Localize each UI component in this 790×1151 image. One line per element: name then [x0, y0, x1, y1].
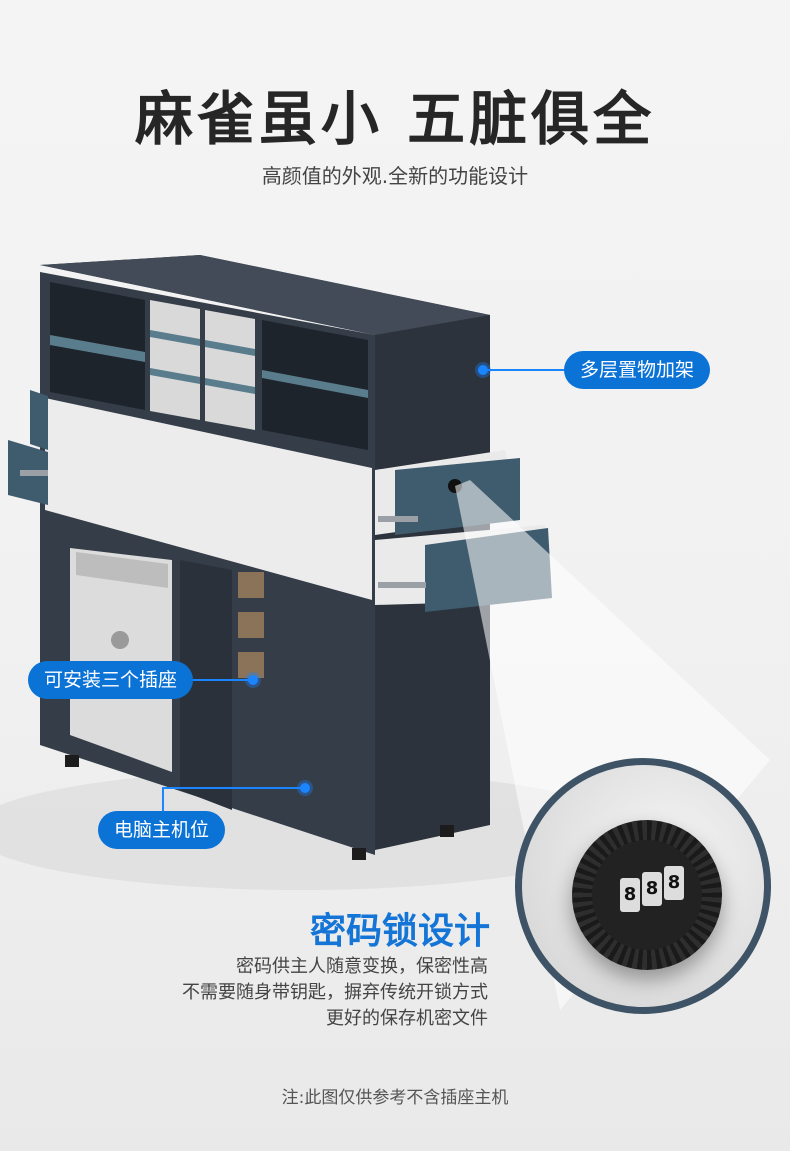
callout-line	[484, 369, 566, 371]
combination-lock: 8 8 8	[572, 820, 722, 970]
page-title: 麻雀虽小 五脏俱全	[134, 85, 656, 153]
callout-line	[162, 787, 164, 815]
callout-line	[162, 787, 304, 789]
footnote: 注:此图仅供参考不含插座主机	[281, 1088, 509, 1108]
callout-host: 电脑主机位	[98, 811, 226, 849]
dial-digit[interactable]: 8	[664, 866, 684, 900]
front-panel	[45, 398, 372, 600]
lock-title: 密码锁设计	[309, 911, 490, 952]
page-subtitle: 高颜值的外观.全新的功能设计	[261, 164, 529, 188]
callout-dot	[248, 675, 258, 685]
dial-digit[interactable]: 8	[620, 878, 640, 912]
computer-tower	[70, 548, 172, 772]
callout-dot	[300, 783, 310, 793]
callout-line	[190, 679, 252, 681]
lock-description-line: 更好的保存机密文件	[326, 1008, 488, 1029]
cabinet-side	[40, 255, 490, 850]
lock-description-line: 密码供主人随意变换，保密性高	[236, 956, 488, 977]
callout-sockets: 可安装三个插座	[28, 661, 194, 699]
lock-zoom-view: 8 8 8	[515, 758, 771, 1014]
callout-dot	[478, 365, 488, 375]
dial-digit[interactable]: 8	[642, 872, 662, 906]
lock-description-line: 不需要随身带钥匙，摒弃传统开锁方式	[182, 982, 488, 1003]
callout-shelf: 多层置物加架	[564, 351, 711, 389]
